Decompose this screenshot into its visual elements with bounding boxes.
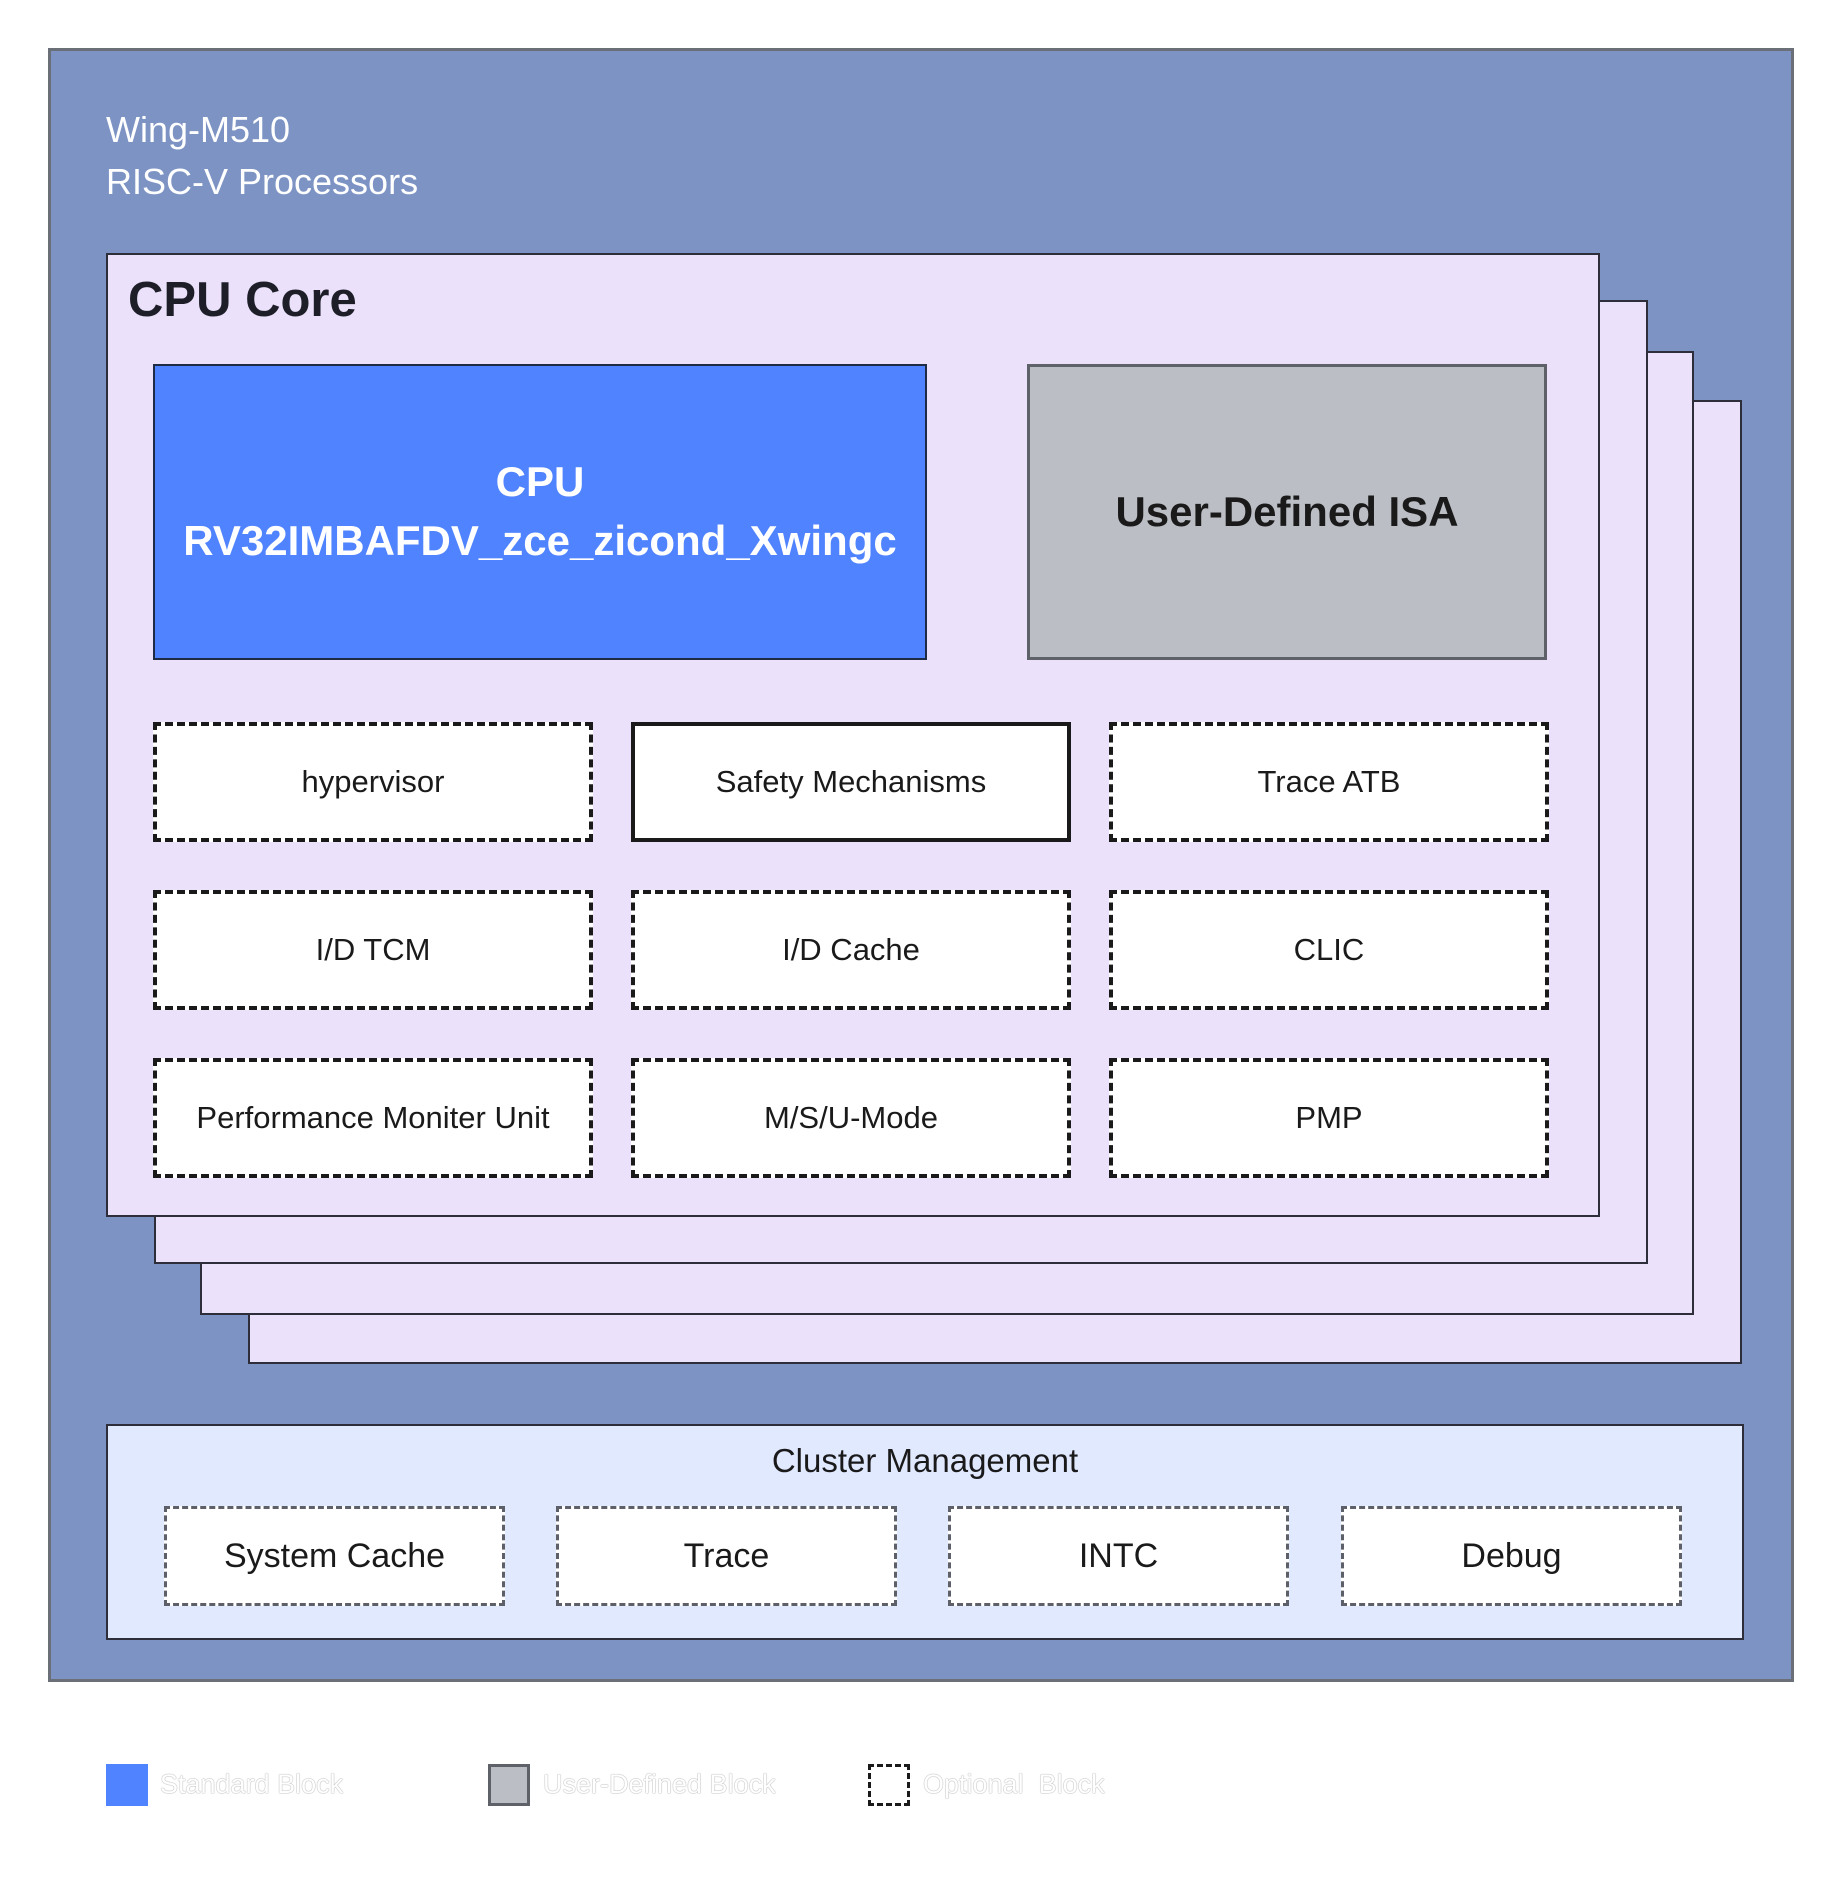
cluster-item-label: System Cache	[223, 1536, 446, 1575]
feature-safety-mechanisms: Safety Mechanisms	[631, 722, 1071, 842]
feature-label: CLIC	[1293, 932, 1365, 967]
processor-name: Wing-M510	[106, 109, 291, 150]
feature-trace-atb: Trace ATB	[1109, 722, 1549, 842]
feature-label: I/D TCM	[315, 932, 431, 967]
cluster-item-label: Trace	[683, 1536, 770, 1575]
feature-msu-mode: M/S/U-Mode	[631, 1058, 1071, 1178]
cpu-block-isa: RV32IMBAFDV_zce_zicond_Xwingc	[183, 517, 897, 564]
feature-label: I/D Cache	[782, 932, 920, 967]
cluster-item-label: INTC	[1078, 1536, 1159, 1575]
cluster-item-debug: Debug	[1341, 1506, 1682, 1606]
legend-optional-label: Optional Block	[923, 1769, 1105, 1799]
feature-id-tcm: I/D TCM	[153, 890, 593, 1010]
feature-label: M/S/U-Mode	[764, 1100, 938, 1135]
feature-id-cache: I/D Cache	[631, 890, 1071, 1010]
feature-hypervisor: hypervisor	[153, 722, 593, 842]
legend-user-defined-swatch	[488, 1764, 530, 1806]
user-defined-isa-block: User-Defined ISA	[1027, 364, 1547, 660]
legend-user-defined-label: User-Defined Block	[543, 1769, 776, 1799]
feature-performance-monitor-unit: Performance Moniter Unit	[153, 1058, 593, 1178]
cluster-item-label: Debug	[1461, 1536, 1562, 1575]
feature-pmp: PMP	[1109, 1058, 1549, 1178]
cluster-item-intc: INTC	[948, 1506, 1289, 1606]
cpu-core-title: CPU Core	[128, 273, 357, 327]
feature-label: Safety Mechanisms	[715, 764, 987, 799]
user-defined-isa-label: User-Defined ISA	[1115, 488, 1459, 535]
processor-subtitle: RISC-V Processors	[106, 161, 419, 202]
feature-label: Trace ATB	[1257, 764, 1401, 799]
legend-standard-label: Standard Block	[160, 1769, 344, 1799]
feature-clic: CLIC	[1109, 890, 1549, 1010]
cluster-item-trace: Trace	[556, 1506, 897, 1606]
cluster-management-title: Cluster Management	[771, 1442, 1079, 1479]
feature-label: Performance Moniter Unit	[196, 1100, 550, 1135]
feature-label: PMP	[1295, 1100, 1363, 1135]
legend-standard-swatch	[106, 1764, 148, 1806]
cpu-block: CPU RV32IMBAFDV_zce_zicond_Xwingc	[153, 364, 927, 660]
feature-label: hypervisor	[301, 764, 445, 799]
cpu-block-label: CPU	[495, 458, 585, 506]
legend-optional-swatch	[868, 1764, 910, 1806]
cluster-item-system-cache: System Cache	[164, 1506, 505, 1606]
